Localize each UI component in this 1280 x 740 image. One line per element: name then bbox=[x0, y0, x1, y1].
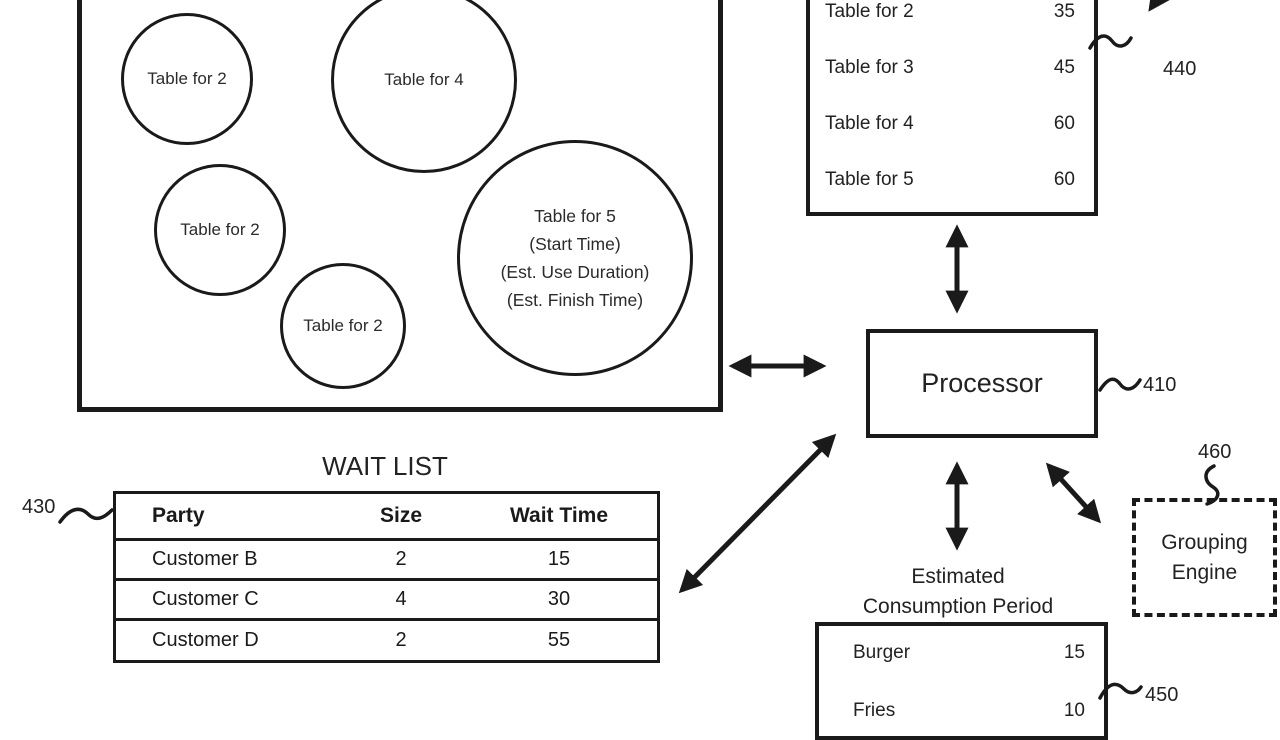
wait-list-header-row: Party Size Wait Time bbox=[116, 494, 657, 541]
party-cell: Customer D bbox=[152, 628, 259, 651]
table-start-time-label: (Start Time) bbox=[529, 234, 621, 254]
table-label: Table for 2 bbox=[180, 220, 260, 239]
ref-label-460: 460 bbox=[1198, 441, 1232, 463]
consumption-title-line1: Estimated bbox=[911, 565, 1005, 588]
size-cell: 2 bbox=[395, 548, 407, 570]
turnover-label: Table for 3 bbox=[825, 57, 914, 78]
wait-list-row: Customer B 2 15 bbox=[116, 541, 657, 581]
turnover-row: Table for 5 60 bbox=[810, 169, 1094, 191]
grouping-engine-label-line2: Engine bbox=[1171, 560, 1238, 584]
consumption-title-line2: Consumption Period bbox=[862, 595, 1054, 618]
processor-box: Processor bbox=[866, 329, 1098, 438]
consumption-row: Fries 10 bbox=[819, 700, 1104, 722]
food-item-label: Burger bbox=[853, 642, 911, 663]
table-label: Table for 5 bbox=[534, 206, 616, 226]
wait-list-row: Customer D 2 55 bbox=[116, 621, 657, 659]
food-item-value: 15 bbox=[1063, 642, 1085, 663]
column-header-wait-time: Wait Time bbox=[509, 504, 609, 527]
ref-connector-430 bbox=[58, 507, 114, 524]
arrow-waitlist-processor bbox=[678, 433, 837, 594]
wait-time-cell: 30 bbox=[547, 588, 571, 610]
party-cell: Customer B bbox=[152, 548, 258, 570]
grouping-engine-box: Grouping Engine bbox=[1132, 498, 1277, 617]
processor-label: Processor bbox=[921, 368, 1043, 398]
turnover-row: Table for 4 60 bbox=[810, 113, 1094, 135]
ref-label-440: 440 bbox=[1163, 58, 1197, 80]
ref-label-410: 410 bbox=[1143, 374, 1177, 396]
column-header-party: Party bbox=[152, 504, 205, 527]
ref-label-430: 430 bbox=[22, 496, 56, 518]
consumption-row: Burger 15 bbox=[819, 642, 1104, 664]
grouping-engine-label-line1: Grouping bbox=[1161, 530, 1248, 554]
ref-label-450: 450 bbox=[1145, 684, 1179, 706]
consumption-table: Burger 15 Fries 10 bbox=[815, 622, 1108, 740]
turnover-value: 60 bbox=[1053, 113, 1075, 134]
turnover-value: 60 bbox=[1053, 169, 1075, 190]
turnover-label: Table for 4 bbox=[825, 113, 914, 134]
turnover-label: Table for 2 bbox=[825, 1, 914, 22]
size-cell: 2 bbox=[395, 628, 407, 651]
table-label: Table for 4 bbox=[384, 70, 464, 89]
column-header-size: Size bbox=[379, 504, 423, 527]
arrow-offscreen-turnover bbox=[1148, 0, 1171, 12]
turnover-row: Table for 2 35 bbox=[810, 1, 1094, 23]
ref-connector-410 bbox=[1098, 377, 1142, 392]
consumption-period-title: Estimated Consumption Period bbox=[833, 562, 1083, 622]
wait-time-cell: 55 bbox=[547, 628, 571, 651]
table-use-duration-label: (Est. Use Duration) bbox=[500, 262, 650, 282]
turnover-label: Table for 5 bbox=[825, 169, 914, 190]
wait-list-row: Customer C 4 30 bbox=[116, 581, 657, 621]
food-item-label: Fries bbox=[853, 700, 896, 721]
wait-list-table: Party Size Wait Time Customer B 2 15 Cus… bbox=[113, 491, 660, 663]
table-for-5-circle: Table for 5 (Start Time) (Est. Use Durat… bbox=[457, 140, 693, 376]
table-label: Table for 2 bbox=[303, 316, 383, 335]
table-for-2-circle-3: Table for 2 bbox=[280, 263, 406, 389]
table-for-4-circle: Table for 4 bbox=[331, 0, 517, 173]
table-label: Table for 2 bbox=[147, 69, 227, 88]
turnover-value: 35 bbox=[1053, 1, 1075, 22]
party-cell: Customer C bbox=[152, 588, 259, 610]
wait-time-cell: 15 bbox=[547, 548, 571, 570]
turnover-row: Table for 3 45 bbox=[810, 57, 1094, 79]
size-cell: 4 bbox=[395, 588, 407, 610]
turnover-value: 45 bbox=[1053, 57, 1075, 78]
arrow-processor-grouping bbox=[1045, 462, 1102, 524]
wait-list-title: WAIT LIST bbox=[322, 451, 448, 481]
food-item-value: 10 bbox=[1063, 700, 1085, 721]
table-for-2-circle-1: Table for 2 bbox=[121, 13, 253, 145]
floor-plan-box: Table for 2 Table for 4 Table for 2 Tabl… bbox=[77, 0, 723, 412]
table-finish-time-label: (Est. Finish Time) bbox=[506, 290, 644, 310]
turnover-table: Table for 2 35 Table for 3 45 Table for … bbox=[806, 0, 1098, 216]
table-for-2-circle-2: Table for 2 bbox=[154, 164, 286, 296]
